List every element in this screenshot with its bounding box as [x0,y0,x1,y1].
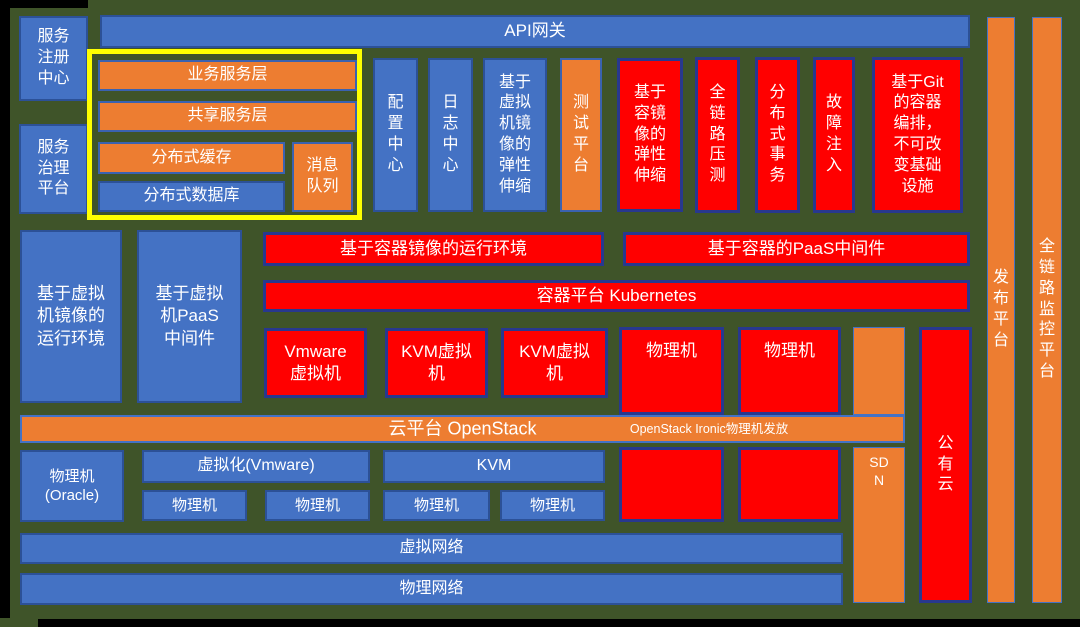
kvm-vm-label-a: KVM虚拟机 [401,341,472,383]
red-spacer-box-a [619,447,724,522]
physical-machine-label-2: 物理机 [294,496,340,514]
physical-machine-label-3: 物理机 [413,496,459,514]
full-link-stress-test-label: 全链路压测 [709,84,726,185]
physical-network-label: 物理网络 [399,579,464,597]
fault-injection-label: 故障注入 [825,94,842,174]
physical-machine-box-1: 物理机 [142,490,247,521]
service-governance-box: 服务治理平台 [19,124,88,214]
physical-network-bar: 物理网络 [20,573,843,605]
container-paas-middleware-bar: 基于容器的PaaS中间件 [623,232,970,266]
distributed-database-box: 分布式数据库 [98,181,285,212]
kvm-vm-label-b: KVM虚拟机 [519,341,590,383]
physical-machine-red-box-b: 物理机 [738,327,841,415]
top-black-bar [0,0,88,8]
container-paas-middleware-label: 基于容器的PaaS中间件 [707,238,886,258]
shared-service-layer-box: 共享服务层 [98,101,357,132]
distributed-cache-label: 分布式缓存 [151,148,232,166]
config-center-box: 配置中心 [373,58,418,212]
business-service-layer-label: 业务服务层 [187,66,268,84]
kvm-vm-box-b: KVM虚拟机 [501,328,608,398]
message-queue-box: 消息队列 [292,142,353,212]
public-cloud-column: 公有云 [919,327,972,603]
message-queue-label: 消息队列 [306,157,339,195]
vm-paas-middleware-box: 基于虚拟机PaaS中间件 [137,230,242,403]
api-gateway-bar: API网关 [100,15,970,48]
vm-paas-middleware-label: 基于虚拟机PaaS中间件 [155,284,224,348]
physical-machine-oracle-label: 物理机(Oracle) [44,467,100,505]
distributed-transaction-box: 分布式事务 [755,57,800,213]
bottom-black-bar [38,619,1080,627]
public-cloud-label: 公有云 [937,434,954,494]
kubernetes-platform-label: 容器平台 Kubernetes [536,285,697,305]
log-center-label: 日志中心 [442,94,459,174]
physical-machine-red-box-a: 物理机 [619,327,724,415]
openstack-bar: 云平台 OpenStack OpenStack Ironic物理机发放 [20,415,905,443]
container-image-runtime-label: 基于容器镜像的运行环境 [340,238,527,258]
physical-machine-oracle-box: 物理机(Oracle) [20,450,124,522]
openstack-platform-label: 云平台 OpenStack [388,418,537,439]
git-container-orchestration-label: 基于Git的容器编排，不可改变基础设施 [891,73,944,195]
physical-machine-red-label-b: 物理机 [764,341,815,360]
container-image-autoscaling-box: 基于容镜像的弹性伸缩 [617,58,683,212]
service-governance-label: 服务治理平台 [37,138,70,198]
physical-machine-label-1: 物理机 [171,496,217,514]
kubernetes-platform-bar: 容器平台 Kubernetes [263,280,970,312]
virtualization-vmware-bar: 虚拟化(Vmware) [142,450,370,483]
container-image-runtime-bar: 基于容器镜像的运行环境 [263,232,604,266]
virtual-network-bar: 虚拟网络 [20,533,843,564]
container-image-autoscaling-label: 基于容镜像的弹性伸缩 [633,84,666,185]
shared-service-layer-label: 共享服务层 [187,107,268,125]
business-service-layer-box: 业务服务层 [98,60,357,91]
full-link-monitoring-column: 全链路监控平台 [1032,17,1062,603]
sdn-column: SDN [853,447,905,603]
kvm-vm-box-a: KVM虚拟机 [385,328,488,398]
log-center-box: 日志中心 [428,58,473,212]
vm-image-autoscaling-label: 基于虚拟机镜像的弹性伸缩 [498,73,531,195]
test-platform-label: 测试平台 [572,94,589,174]
orange-spacer-box [853,327,905,415]
fault-injection-box: 故障注入 [813,57,855,213]
kvm-bar: KVM [383,450,605,483]
virtualization-vmware-label: 虚拟化(Vmware) [197,457,315,475]
left-black-bar [0,0,10,618]
virtual-network-label: 虚拟网络 [399,539,464,557]
physical-machine-box-2: 物理机 [265,490,370,521]
distributed-database-label: 分布式数据库 [143,187,240,205]
release-platform-column: 发布平台 [987,17,1015,603]
api-gateway-label: API网关 [504,21,566,41]
service-registry-box: 服务注册中心 [19,16,88,101]
physical-machine-box-4: 物理机 [500,490,605,521]
service-layers-highlight-frame [87,49,362,220]
test-platform-box: 测试平台 [560,58,602,212]
physical-machine-box-3: 物理机 [383,490,490,521]
vmware-vm-label: Vmware虚拟机 [284,341,347,383]
vm-image-runtime-box: 基于虚拟机镜像的运行环境 [20,230,122,403]
physical-machine-red-label-a: 物理机 [646,341,697,360]
git-container-orchestration-box: 基于Git的容器编排，不可改变基础设施 [872,57,963,213]
vm-image-autoscaling-box: 基于虚拟机镜像的弹性伸缩 [483,58,547,212]
distributed-cache-box: 分布式缓存 [98,142,285,174]
release-platform-label: 发布平台 [992,269,1009,349]
service-registry-label: 服务注册中心 [37,28,70,87]
vm-image-runtime-label: 基于虚拟机镜像的运行环境 [37,284,105,348]
openstack-ironic-label: OpenStack Ironic物理机发放 [629,421,789,436]
config-center-label: 配置中心 [387,94,404,174]
vmware-vm-box: Vmware虚拟机 [264,328,367,398]
kvm-bar-label: KVM [476,457,512,475]
full-link-monitoring-label: 全链路监控平台 [1038,238,1055,380]
full-link-stress-test-box: 全链路压测 [695,57,740,213]
red-spacer-box-b [738,447,841,522]
physical-machine-label-4: 物理机 [529,496,575,514]
distributed-transaction-label: 分布式事务 [769,84,786,185]
sdn-label: SDN [869,454,889,489]
